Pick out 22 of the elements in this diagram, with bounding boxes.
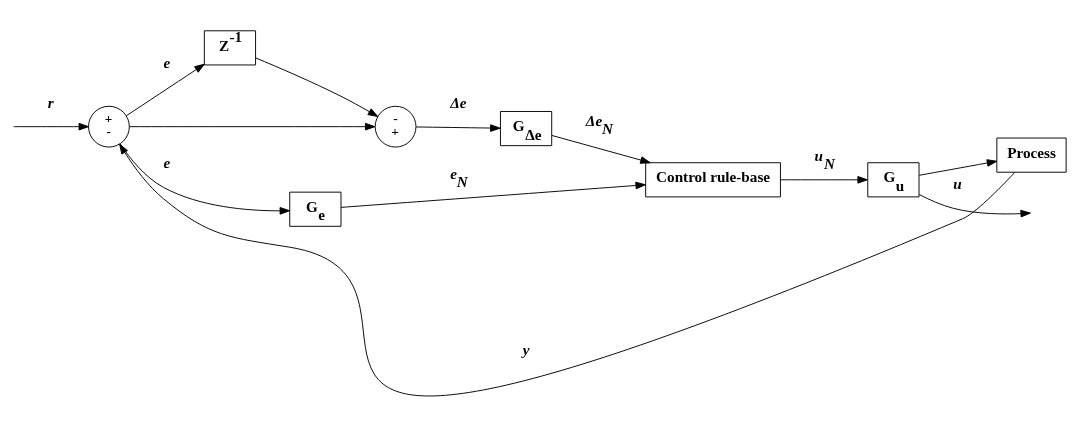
- arrow: [119, 143, 291, 215]
- edge-label: e: [163, 53, 171, 71]
- arrow: [255, 57, 379, 117]
- arrow: [551, 135, 651, 164]
- arrow: [918, 159, 998, 176]
- arrow: [119, 143, 1016, 396]
- node-box: Control rule-base: [645, 162, 781, 198]
- edge-label: e: [163, 154, 171, 172]
- arrow: [125, 63, 205, 117]
- node-box: Process: [996, 137, 1067, 173]
- arrow: [415, 124, 501, 132]
- arrow: [918, 194, 1031, 218]
- edge-label: r: [47, 93, 54, 111]
- node-circle: + -: [88, 105, 130, 148]
- edge-label: u: [953, 175, 962, 193]
- arrow: [340, 181, 646, 208]
- arrow: [779, 176, 868, 184]
- arrow: [13, 122, 89, 131]
- edge-label: y: [522, 341, 530, 359]
- node-circle: - +: [374, 105, 417, 148]
- arrow: [129, 122, 376, 131]
- edge-label: Δe: [450, 93, 467, 111]
